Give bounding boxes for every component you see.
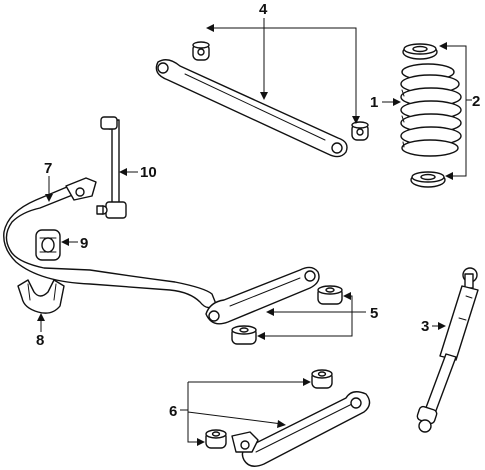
leader-2: [439, 42, 472, 180]
trailing-link-bushing-lower: [231, 325, 257, 345]
leader-4: [206, 18, 360, 124]
stabilizer-bar: [3, 177, 217, 309]
leader-10: [119, 168, 138, 176]
callout-3: 3: [421, 318, 429, 335]
callout-5: 5: [370, 305, 378, 322]
upper-arm-bushing-left: [192, 41, 210, 61]
leader-7: [45, 176, 53, 202]
lower-arm-bushing-upper: [311, 369, 333, 389]
callout-4: 4: [259, 1, 268, 18]
stabilizer-link: [96, 116, 127, 219]
coil-spring: [400, 63, 462, 157]
leader-8: [37, 313, 45, 332]
upper-control-arm: [155, 59, 348, 158]
trailing-link: [205, 266, 320, 325]
callout-10: 10: [140, 164, 157, 181]
stabilizer-bracket: [17, 279, 65, 314]
lower-control-arm: [231, 391, 371, 467]
callout-6: 6: [169, 403, 177, 420]
lower-arm-bushing-lower: [205, 429, 227, 449]
upper-spring-insulator: [402, 43, 438, 60]
leader-6: [180, 378, 311, 446]
callout-9: 9: [80, 235, 88, 252]
callout-8: 8: [36, 332, 44, 349]
stabilizer-bushing: [35, 229, 61, 261]
callout-1: 1: [370, 94, 378, 111]
leader-9: [61, 238, 78, 246]
leader-3: [432, 322, 446, 330]
lower-spring-insulator: [410, 171, 446, 188]
trailing-link-bushing-upper: [317, 285, 343, 305]
upper-arm-bushing-right: [351, 121, 369, 141]
callout-7: 7: [44, 160, 52, 177]
leader-5: [257, 292, 366, 340]
callout-2: 2: [472, 93, 480, 110]
shock-absorber: [416, 267, 479, 433]
leader-1: [382, 98, 401, 106]
